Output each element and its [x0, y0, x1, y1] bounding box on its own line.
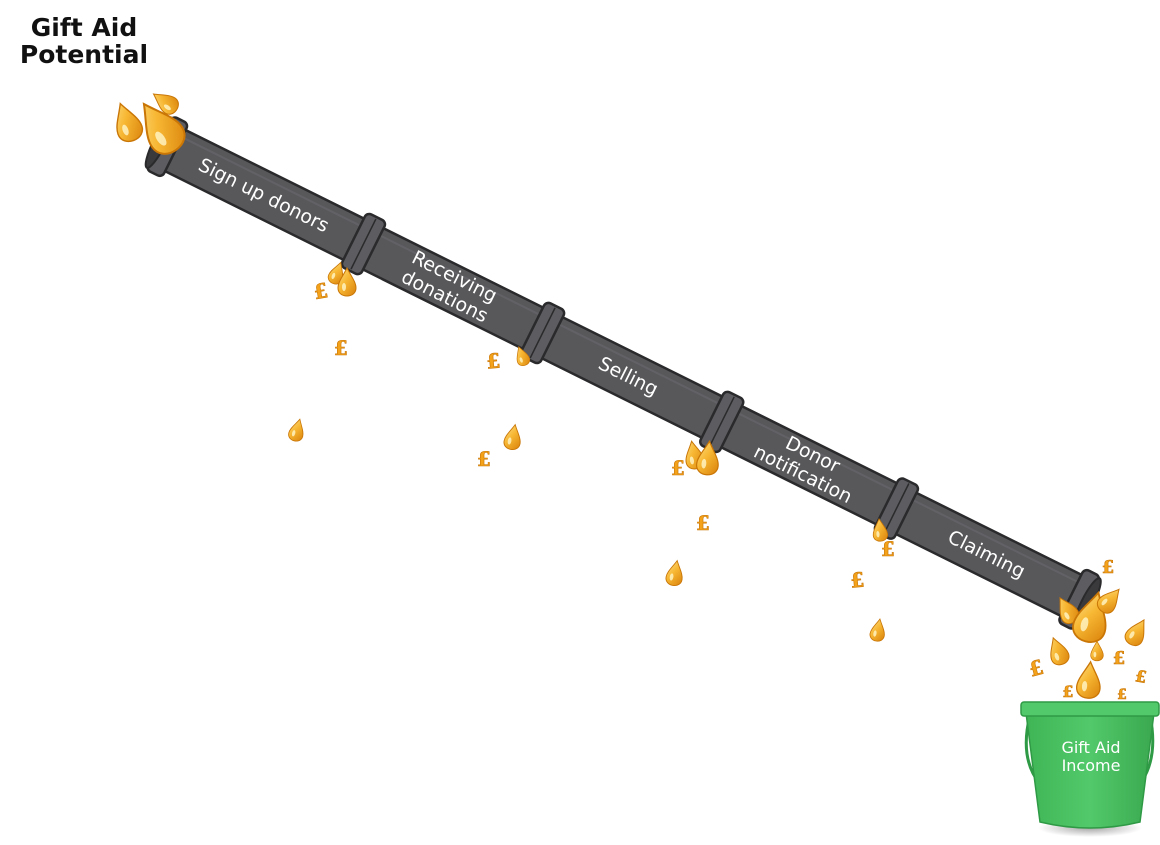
- bucket-label-line-1: Gift Aid: [1061, 738, 1121, 757]
- pound-coin-icon: £: [1117, 687, 1127, 703]
- pound-coin-icon: £: [477, 447, 491, 471]
- bucket-icon: [1020, 701, 1160, 837]
- pound-coin-icon: £: [1102, 557, 1115, 578]
- drops-layer: £ £ £ £ £ £ £ £ £ £ £ £ £ £: [116, 93, 1148, 703]
- title-line-2: Potential: [19, 40, 149, 69]
- pound-coin-icon: £: [1026, 655, 1046, 682]
- pound-coin-icon: £: [1134, 666, 1148, 687]
- drop-icon: [288, 418, 304, 442]
- pound-coin-icon: £: [334, 336, 348, 360]
- pound-coin-icon: £: [696, 511, 710, 535]
- drop-icon: [1124, 618, 1145, 647]
- pipe-coupling: [699, 390, 745, 454]
- drop-icon: [337, 266, 357, 297]
- drop-icon: [1096, 588, 1120, 614]
- pound-coin-icon: £: [312, 278, 330, 304]
- pipe: Sign up donors Receiving donations Selli…: [144, 116, 1102, 630]
- drop-icon: [516, 346, 531, 367]
- drop-icon: [503, 423, 521, 451]
- drop-icon: [696, 439, 719, 476]
- pound-coin-icon: £: [1062, 682, 1073, 701]
- drop-icon: [872, 517, 888, 542]
- pipe-coupling: [340, 212, 387, 276]
- drop-icon: [869, 618, 885, 642]
- drop-icon: [665, 559, 683, 587]
- pound-coin-icon: £: [671, 456, 685, 480]
- drop-icon: [1050, 636, 1070, 666]
- pound-coin-icon: £: [849, 567, 865, 592]
- bucket-label: Gift Aid Income: [1036, 739, 1146, 775]
- title-line-1: Gift Aid: [30, 13, 138, 42]
- drop-icon: [152, 93, 179, 115]
- drop-icon: [1076, 660, 1101, 699]
- pound-coin-icon: £: [1113, 648, 1126, 669]
- pound-coin-icon: £: [881, 537, 895, 561]
- drop-icon: [142, 102, 186, 155]
- drop-icon: [116, 102, 144, 143]
- diagram-title: Gift Aid Potential: [18, 14, 150, 68]
- pound-coin-icon: £: [485, 348, 501, 373]
- bucket-label-line-2: Income: [1061, 756, 1121, 775]
- drop-icon: [1090, 640, 1104, 662]
